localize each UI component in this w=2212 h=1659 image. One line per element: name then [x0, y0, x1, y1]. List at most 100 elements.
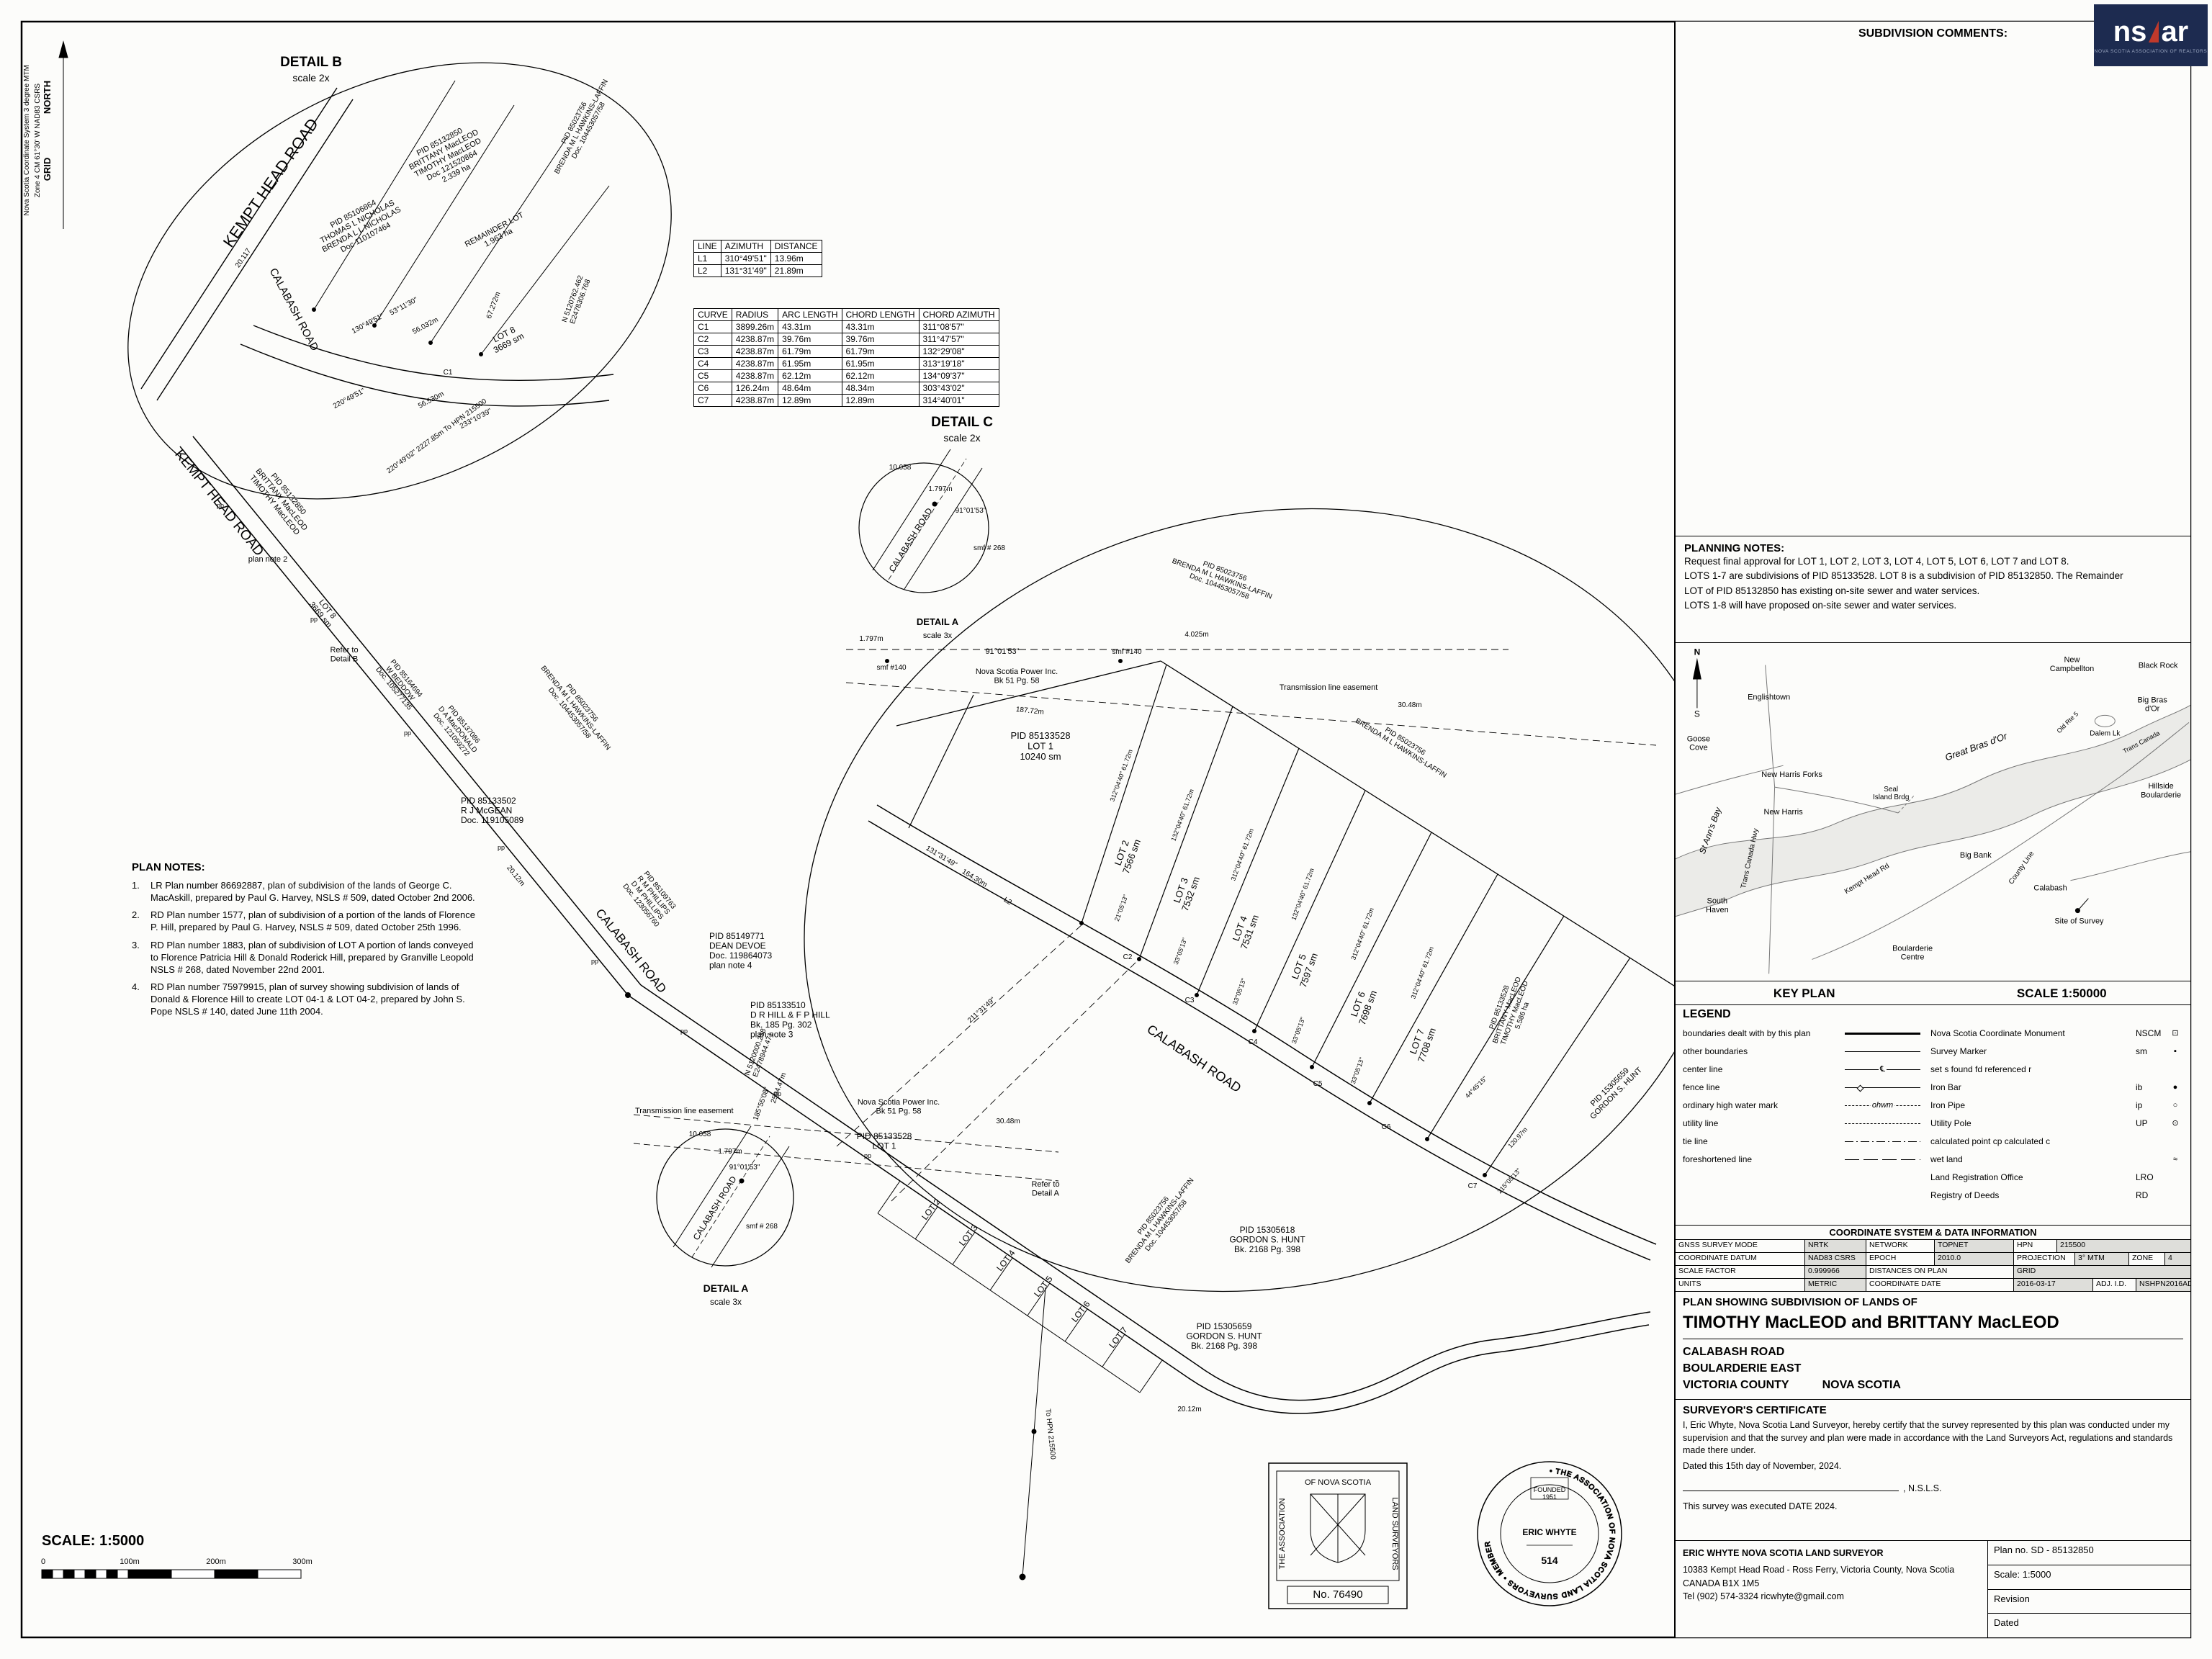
certificate-title: SURVEYOR'S CERTIFICATE [1683, 1404, 1827, 1416]
drawing-label: C1 [444, 369, 453, 377]
plan-title-location: CALABASH ROAD BOULARDERIE EAST VICTORIA … [1683, 1344, 2183, 1394]
drawing-label: DETAIL B [280, 55, 342, 70]
drawing-label: 30.48m [996, 1118, 1020, 1125]
table-cell: 48.34m [841, 382, 920, 395]
table-cell: 311°47'57" [918, 333, 999, 346]
table-cell: 126.24m [731, 382, 779, 395]
drawing-label: LOT 6 [1069, 1299, 1092, 1324]
drawing-label: 1.797m [859, 635, 883, 643]
drawing-label: PID 85109763R M PHILLIPSD M PHILLIPSDoc.… [621, 867, 679, 928]
plan-note-item: 2.RD Plan number 1577, plan of subdivisi… [132, 909, 475, 933]
drawing-label: C2 [1123, 953, 1133, 961]
drawing-label: New Harris Forks [1761, 770, 1822, 779]
drawing-label: To HPN 215500 [1043, 1408, 1056, 1460]
drawing-label: LOT 47531 sm [1228, 909, 1261, 950]
drawing-label: CALABASH ROAD [1144, 1022, 1244, 1095]
drawing-label: PID 85023756BRENDA M L HAWKINS-LAFFINDoc… [1118, 1172, 1202, 1269]
surveyor-contact: ERIC WHYTE NOVA SCOTIA LAND SURVEYOR 103… [1676, 1541, 1987, 1637]
drawing-label: 211°31'49" [966, 996, 997, 1025]
drawing-label: 300m [292, 1557, 313, 1566]
footer-box: ERIC WHYTE NOVA SCOTIA LAND SURVEYOR 103… [1676, 1541, 2190, 1637]
drawing-label: LAND SURVEYORS [1390, 1497, 1399, 1570]
drawing-label: Englishtown [1748, 693, 1790, 701]
drawing-label: smf #140 [876, 664, 907, 672]
certificate-designation: , N.S.L.S. [1903, 1483, 1942, 1493]
drawing-label: 20.12m [505, 864, 526, 888]
drawing-label: 30.48m [1398, 701, 1421, 709]
table-cell: 3899.26m [731, 320, 779, 333]
drawing-label: N [1694, 647, 1701, 657]
surveyor-name: ERIC WHYTE NOVA SCOTIA LAND SURVEYOR [1683, 1548, 1884, 1558]
drawing-label: 312°04'40" 61.72m [1229, 828, 1254, 882]
certificate-dated: Dated this 15th day of November, 2024. [1683, 1460, 1842, 1471]
drawing-label: scale 2x [943, 432, 980, 444]
plan-title-province: NOVA SCOTIA [1822, 1379, 1901, 1392]
dashdot-line-sample-icon [1845, 1137, 1920, 1146]
drawing-label: 91°01'53" [956, 507, 986, 515]
drawing-label: smf #140 [1112, 648, 1142, 656]
table-cell: C2 [693, 333, 732, 346]
drawing-label: 220°49'02" 2227.85m To HPN 215500 [385, 397, 488, 475]
drawing-label: LOT 83669 sm [307, 595, 340, 629]
drawing-label: ERIC WHYTE [1522, 1527, 1576, 1537]
drawing-label: LOT 4 [994, 1248, 1017, 1273]
coordinate-info-cell: 3° MTM [2075, 1253, 2129, 1265]
legend-line-item: boundaries dealt with by this plan [1683, 1024, 1920, 1042]
coordinate-info-cell: METRIC [1805, 1279, 1866, 1291]
north-arrow-icon [58, 40, 68, 58]
drawing-label: LOT 5 [1032, 1274, 1055, 1299]
drawing-label: pp [404, 729, 411, 737]
coordinate-info-cell: 4 [2165, 1253, 2190, 1265]
legend-symbol-item: wet land≈ [1930, 1150, 2183, 1168]
drawing-label: L2 [1002, 896, 1014, 907]
drawing-label: Black Rock [2139, 662, 2178, 670]
drawing-label: scale 3x [710, 1297, 742, 1307]
drawing-label: New Harris [1763, 808, 1803, 817]
signature-line [1683, 1483, 1899, 1491]
drawing-label: Transmission line easement [1280, 683, 1378, 692]
coordinate-info-cell: COORDINATE DATUM [1676, 1253, 1805, 1265]
keyplan-north-arrow-icon [1692, 657, 1701, 680]
drawing-label: PID 85133528BRITTANY MacLEODTIMOTHY MacL… [1484, 973, 1538, 1050]
certificate-body: I, Eric Whyte, Nova Scotia Land Surveyor… [1683, 1420, 2173, 1455]
planning-notes-box: PLANNING NOTES: Request final approval f… [1676, 536, 2190, 643]
drawing-label: Calabash [2033, 884, 2067, 893]
drawing-label: PID 85164694W BEDDOWDoc. 105277135 [374, 655, 426, 711]
coordinate-info-title: COORDINATE SYSTEM & DATA INFORMATION [1676, 1226, 2190, 1240]
drawing-label: PID 85023756BRENDA M L HAWKINS-LAFFINDoc… [546, 74, 617, 179]
legend-line-item: foreshortened line [1683, 1150, 1920, 1168]
table-cell: 4238.87m [731, 394, 779, 407]
nsls-shield-stamp [1268, 1462, 1408, 1609]
nsar-ar-text: ar [2161, 15, 2189, 48]
drawing-label: 187.72m [1015, 706, 1044, 716]
drawing-label: pp [680, 1028, 688, 1035]
column-header: ARC LENGTH [778, 308, 842, 321]
surveyor-address1: 10383 Kempt Head Road - Ross Ferry, Vict… [1683, 1564, 1955, 1575]
table-cell: C6 [693, 382, 732, 395]
drawing-label: Dalem Lk [2090, 729, 2120, 737]
table-cell: 12.89m [841, 394, 920, 407]
table-cell: 61.79m [841, 345, 920, 358]
drawing-label: smf # 268 [974, 544, 1005, 552]
drawing-label: Old Rte 5 [2055, 710, 2080, 734]
planning-note-line: LOTS 1-7 are subdivisions of PID 8513352… [1684, 570, 2123, 582]
drawing-label: County Line [2008, 850, 2036, 886]
sheet-border [20, 20, 2192, 1639]
plan-scale: Scale: 1:5000 [1988, 1565, 2190, 1590]
drawing-label: C4 [1249, 1038, 1258, 1046]
drawing-label: No. 76490 [1313, 1588, 1362, 1601]
drawing-label: 33°05'13" [1349, 1056, 1366, 1085]
table-cell: C5 [693, 369, 732, 382]
